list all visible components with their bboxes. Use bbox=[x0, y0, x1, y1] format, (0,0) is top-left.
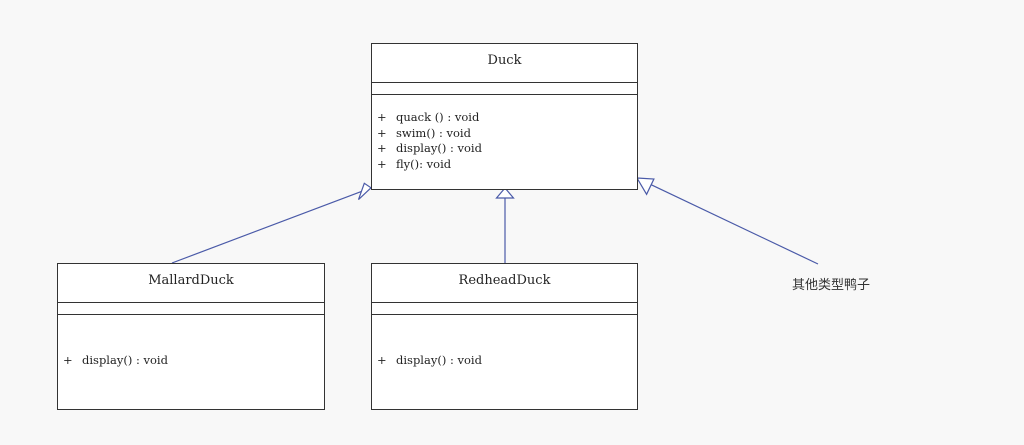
redhead-duck-method-display: + display() : void bbox=[377, 353, 482, 369]
duck-name-divider bbox=[372, 82, 637, 83]
duck-method-fly: + fly(): void bbox=[377, 157, 482, 173]
duck-method-display: + display() : void bbox=[377, 141, 482, 157]
mallard-duck-class-name: MallardDuck bbox=[148, 273, 234, 288]
method-signature: display() : void bbox=[82, 353, 168, 367]
mallard-duck-generalization-arrow bbox=[171, 182, 372, 264]
redhead-duck-class-name: RedheadDuck bbox=[458, 273, 551, 288]
duck-class-name: Duck bbox=[487, 53, 522, 68]
mallard-duck-method-list: + display() : void bbox=[63, 353, 168, 369]
redhead-duck-generalization-arrow bbox=[495, 187, 515, 263]
visibility-marker: + bbox=[377, 125, 387, 140]
duck-method-quack: + quack () : void bbox=[377, 110, 482, 126]
visibility-marker: + bbox=[377, 110, 387, 124]
mallard-duck-attribute-divider bbox=[58, 314, 324, 315]
duck-method-list: + quack () : void + swim() : void + display… bbox=[377, 110, 482, 172]
method-signature: display() : void bbox=[396, 353, 482, 367]
duck-attribute-divider bbox=[372, 94, 637, 95]
mallard-duck-name-divider bbox=[58, 302, 324, 303]
mallard-duck-class-box[interactable]: MallardDuck + display() : void bbox=[57, 263, 325, 410]
redhead-duck-name-divider bbox=[372, 302, 637, 303]
redhead-duck-class-box[interactable]: RedheadDuck + display() : void bbox=[371, 263, 638, 410]
other-duck-types-label: 其他类型鸭子 bbox=[792, 278, 871, 293]
duck-method-swim: + swim() : void bbox=[377, 126, 482, 142]
other-ducks-generalization-arrow bbox=[635, 177, 819, 265]
method-signature: display() : void bbox=[396, 141, 482, 155]
method-signature: quack () : void bbox=[396, 110, 480, 124]
visibility-marker: + bbox=[377, 141, 387, 155]
visibility-marker: + bbox=[377, 156, 387, 171]
duck-class-box[interactable]: Duck + quack () : void + swim() : void + di… bbox=[371, 43, 638, 190]
method-signature: fly(): void bbox=[396, 156, 452, 171]
visibility-marker: + bbox=[377, 353, 387, 367]
mallard-duck-method-display: + display() : void bbox=[63, 353, 168, 369]
method-signature: swim() : void bbox=[396, 125, 471, 140]
visibility-marker: + bbox=[63, 353, 73, 367]
redhead-duck-method-list: + display() : void bbox=[377, 353, 482, 369]
redhead-duck-attribute-divider bbox=[372, 314, 637, 315]
